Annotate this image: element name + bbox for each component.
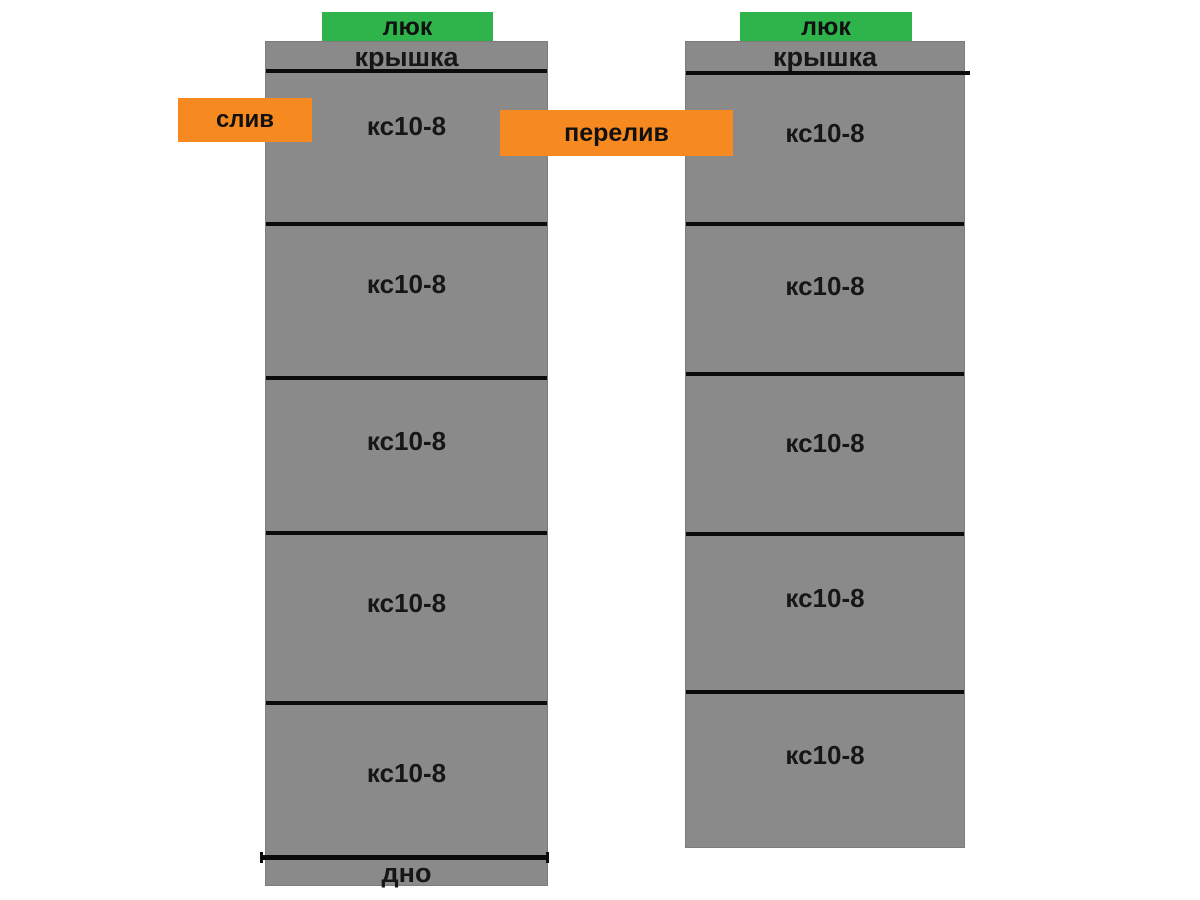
section-joint-line [266,531,547,535]
cover-joint-line-right [686,71,970,75]
section-joint-line [686,690,964,694]
ring-section-label: кс10-8 [366,269,447,299]
section-joint-line [266,701,547,705]
section-joint-line [686,532,964,536]
ring-section-label: кс10-8 [366,426,447,456]
bottom-joint-line [260,852,549,863]
manhole-hatch-right-label: люк [801,13,851,41]
ring-section-label: кс10-8 [785,740,865,770]
ring-section-label: кс10-8 [366,111,447,141]
section-joint-line [686,372,964,376]
ring-section-label: кс10-8 [785,428,865,458]
manhole-hatch-left-label: люк [382,13,433,41]
left-well-column: крышка кс10-8 кс10-8 кс10-8 кс10-8 кс10-… [260,41,549,888]
drain-label: слив [178,98,312,142]
overflow-label: перелив [500,110,733,156]
ring-section-label: кс10-8 [785,271,865,301]
cover-label-left: крышка [354,42,459,72]
manhole-hatch-left: люк [322,12,493,41]
ring-section-label: кс10-8 [366,588,447,618]
ring-section-label: кс10-8 [366,758,447,788]
section-joint-line [266,222,547,226]
cover-joint-line-left [266,69,547,73]
manhole-hatch-right: люк [740,12,912,41]
ring-section-label: кс10-8 [785,583,865,613]
section-joint-line [686,222,964,226]
right-well-column: крышка кс10-8 кс10-8 кс10-8 кс10-8 кс10-… [685,41,970,848]
cover-label-right: крышка [772,42,878,72]
bottom-label: дно [381,858,432,888]
ring-section-label: кс10-8 [785,118,865,148]
section-joint-line [266,376,547,380]
